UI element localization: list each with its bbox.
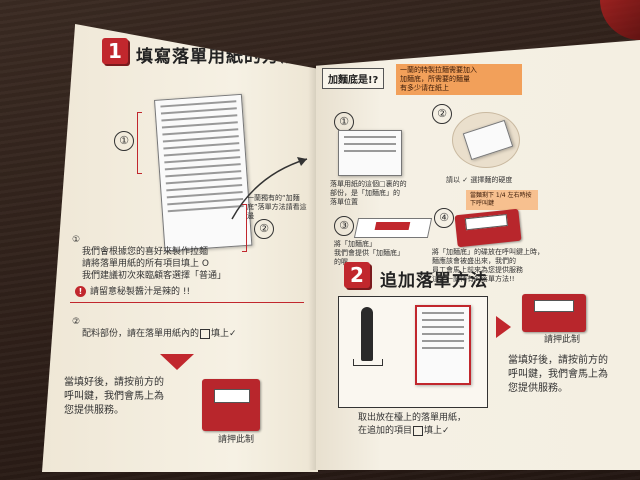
right-bottom-instruction: 取出放在檯上的落單用紙， 在追加的項目 填上✓ [358,412,466,438]
bracket-1 [137,112,142,174]
step1-line1: 我們會根據您的喜好來製作拉麵 [82,247,209,257]
right-line1: 當填好後，請按前方的 [508,355,608,366]
bottom-instruction: 當填好後，請按前方的 呼叫鍵，我們會馬上為 您提供服務。 [64,376,164,418]
step-r4-text: 將「加麵底」的碟放在呼叫鍵上時， 麵應該會被盛出來，我們的 員工會馬上前來為您提… [432,248,632,284]
bottom-line2: 呼叫鍵，我們會馬上為 [64,391,164,402]
section2-number-badge: 2 [344,262,370,288]
section1-number-badge: 1 [102,38,128,64]
step1-line2: 請將落單用紙的所有項目填上 O [82,259,209,269]
r4-line1: 將「加麵底」的碟放在呼叫鍵上時， [432,248,544,256]
warning-icon: ! [75,286,86,297]
right-line2: 呼叫鍵，我們會馬上為 [508,369,608,380]
down-arrow-icon [160,354,194,370]
r3-line2: 我們會提供「加麵底」 [334,249,404,257]
bottom-line3: 您提供服務。 [64,405,124,416]
rb-line2: 在追加的項目 填上✓ [358,425,466,438]
call-key-right [534,300,574,312]
r4-line3: 員工會馬上前來為您提供服務 [432,266,523,274]
r4-line2: 麵應該會被盛出來，我們的 [432,257,516,265]
call-button-illustration [202,379,260,431]
r3-line1: 將「加麵底」 [334,240,376,248]
order-slip-closeup [338,130,402,176]
right-button-label: 請押此制 [544,335,581,345]
checkbox-icon-right [413,425,424,436]
orange-line1: 一蘭的特製拉麵需要加入 [400,66,477,74]
pen-holder [361,307,373,361]
step-r4-num: ④ [434,208,454,228]
bottom-line1: 當填好後，請按前方的 [64,377,164,388]
curved-arrow [231,157,308,220]
orange-note: 一蘭的特製拉麵需要加入 加麵底，所需要的麵量 有多少请在紙上 [396,64,522,95]
menu-right-page: 加麵底是!? 一蘭的特製拉麵需要加入 加麵底，所需要的麵量 有多少请在紙上 ① … [316,40,640,470]
step2-num: ② [72,317,81,327]
rb-line2-suffix: 填上 [424,426,443,436]
arrow-note: 一蘭獨有的“加麵底”落單方法請看這邊 [247,194,307,220]
r1-line2: 部份，是「加麵底」的 [330,189,400,197]
r1-line1: 落單用紙的這個□裏的的 [330,180,407,188]
holder-base [353,359,383,366]
button-label: 請押此制 [218,435,255,445]
r3-line3: 的喔 [334,258,348,266]
right-instruction: 當填好後，請按前方的 呼叫鍵，我們會馬上為 您提供服務。 [508,354,608,396]
menu-left-page: 1 填寫落單用紙的方法 ① ② 一蘭獨有的“加麵底”落單方法請看這邊 ① 我們會… [42,24,318,472]
rb-line2-prefix: 在追加的項目 [358,426,413,436]
step-r3-num: ③ [334,216,354,236]
checkbox-icon [200,328,211,339]
plate-on-key [464,213,508,231]
order-illustration-frame [338,296,488,408]
step-r1-num: ① [334,112,354,132]
step1-num: ① [72,235,81,245]
step1-line3: 我們建議初次來臨顧客選擇「普通」 [82,271,227,281]
check-icon-right: ✓ [442,426,450,436]
check-icon: ✓ [229,329,237,339]
warning-text: 請留意秘製醬汁是辣的 !! [90,287,191,297]
bracket-2 [242,204,247,252]
right-line3: 您提供服務。 [508,383,568,394]
order-form-small [415,305,471,385]
section2-title: 追加落單方法 [380,271,488,291]
step-r1-text: 落單用紙的這個□裏的的 部份，是「加麵底」的 落單位置 [330,180,407,207]
call-button-illustration-right [522,294,586,332]
rb-line1: 取出放在檯上的落單用紙， [358,413,467,423]
step2-suffix: 填上 [211,329,230,339]
marker-1: ① [114,131,134,151]
step-r2-text: 請以 ✓ 選擇麵的硬度 [446,176,513,184]
plate-illustration [353,218,433,238]
call-key [214,389,250,403]
marker-2: ② [254,219,274,239]
jiamian-title: 加麵底是!? [322,68,385,89]
r1-line3: 落單位置 [330,198,358,206]
call-button-plate [454,208,522,248]
orange-line3: 有多少请在紙上 [400,84,449,92]
step1-text: 我們會根據您的喜好來製作拉麵 請將落單用紙的所有項目填上 O 我們建議初次來臨顧… [82,246,312,282]
right-arrow-icon [496,316,511,338]
r2-tag: 當麵剩下 1/4 左右時按下呼叫鍵 [466,190,538,210]
divider-line [70,302,304,303]
r4-line4: 這是一蘭特有的落單方法!! [432,275,515,283]
step2-prefix: 配料部份，請在落單用紙內的 [82,329,200,339]
step2-text: 配料部份，請在落單用紙內的 填上✓ [82,328,312,340]
orange-line2: 加麵底，所需要的麵量 [400,75,470,83]
step-r2-num: ② [432,104,452,124]
step-r3-text: 將「加麵底」 我們會提供「加麵底」 的喔 [334,240,404,267]
